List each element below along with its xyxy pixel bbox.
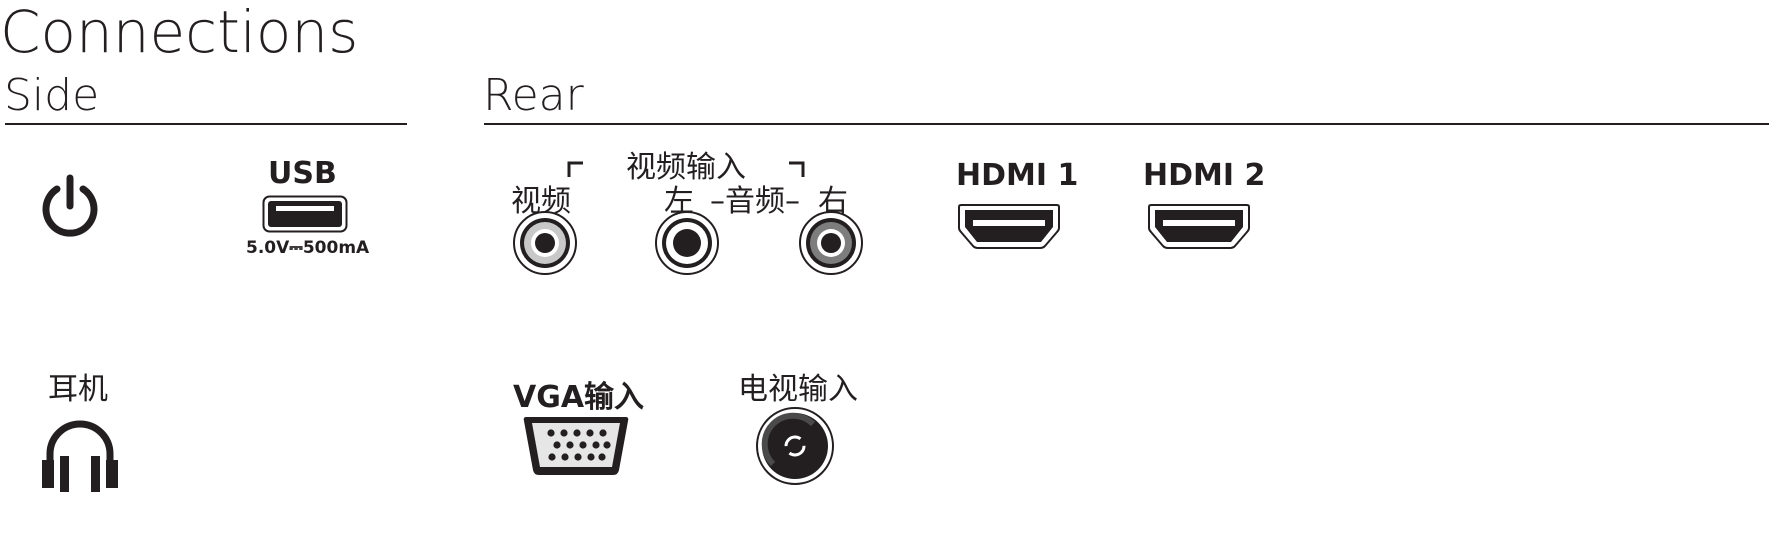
rca-audio-right-jack-icon[interactable] <box>798 210 864 276</box>
rear-divider <box>484 123 1769 125</box>
rca-audio-left-jack-icon[interactable] <box>654 210 720 276</box>
hdmi1-label: HDMI 1 <box>956 158 1079 193</box>
av-bracket-right <box>789 161 805 177</box>
hdmi2-port-icon[interactable] <box>1147 202 1251 250</box>
section-rear-heading: Rear <box>483 70 584 121</box>
usb-label: USB <box>268 156 337 191</box>
usb-port-icon[interactable] <box>262 195 348 233</box>
section-side-heading: Side <box>4 70 100 121</box>
usb-rating: 5.0V⎓500mA <box>246 238 370 258</box>
page-title: Connections <box>0 0 359 66</box>
side-divider <box>5 123 407 125</box>
vga-port-icon[interactable] <box>521 414 631 478</box>
headphone-icon[interactable] <box>40 416 120 492</box>
headphone-label: 耳机 <box>48 372 108 407</box>
hdmi1-port-icon[interactable] <box>957 202 1061 250</box>
power-icon <box>42 174 98 237</box>
tv-input-label: 电视输入 <box>738 372 858 407</box>
audio-label: –音频– <box>710 184 800 219</box>
av-bracket-left <box>567 161 583 177</box>
coax-antenna-icon[interactable] <box>755 406 835 486</box>
vga-label: VGA输入 <box>513 380 645 415</box>
hdmi2-label: HDMI 2 <box>1143 158 1266 193</box>
av-input-group-label: 视频输入 <box>626 150 746 185</box>
rca-video-jack-icon[interactable] <box>512 210 578 276</box>
